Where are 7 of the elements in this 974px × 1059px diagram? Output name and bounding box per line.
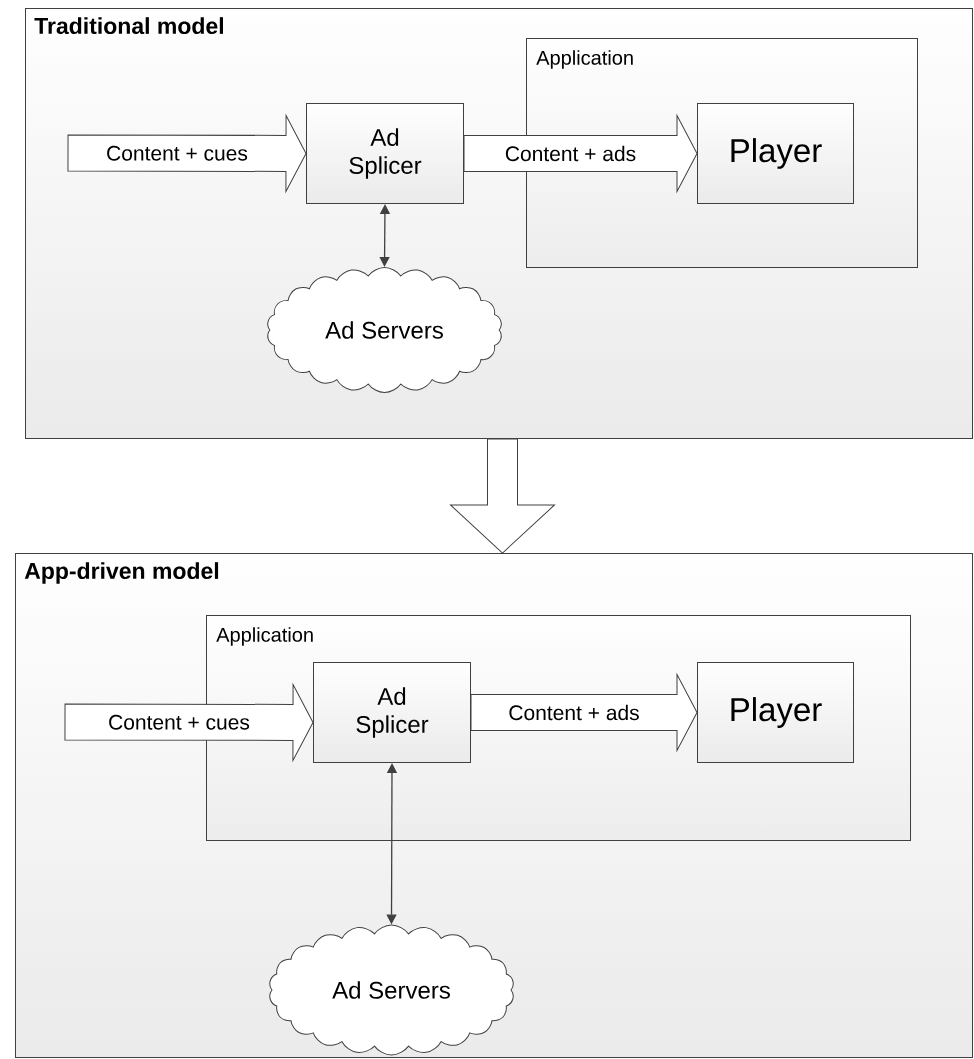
process-box: Ad Splicer	[313, 662, 471, 763]
server-cloud: Ad Servers	[269, 924, 514, 1056]
block-arrow	[450, 438, 555, 554]
player-box: Player	[697, 662, 854, 763]
player-box: Player	[697, 103, 854, 204]
process-box: Ad Splicer	[306, 103, 464, 204]
server-cloud: Ad Servers	[267, 267, 502, 393]
